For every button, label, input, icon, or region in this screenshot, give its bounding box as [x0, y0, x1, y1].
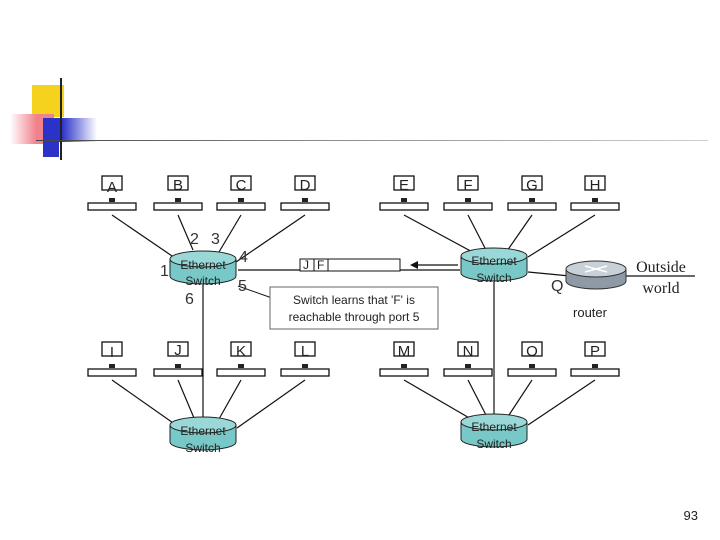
outside-world-line-2: world: [642, 280, 679, 297]
port-label-1: 1: [160, 263, 169, 280]
switch-bottom-left: Ethernet Switch: [169, 416, 237, 455]
switch-top-left: Ethernet Switch: [169, 250, 237, 288]
host-label-l: L: [301, 343, 309, 360]
host-label-n: N: [463, 343, 474, 360]
host-label-m: M: [398, 343, 411, 360]
host-label-e: E: [399, 177, 409, 194]
frame-arrow: [410, 261, 458, 269]
switch-bottom-right: Ethernet Switch: [460, 413, 528, 451]
port-label-4: 4: [239, 249, 248, 266]
callout-box: Switch learns that 'F' is reachable thro…: [237, 285, 439, 330]
router-label: router: [573, 305, 608, 320]
frame-src-label: F: [317, 258, 324, 272]
deco-blue-square: [43, 141, 59, 157]
host-label-o: O: [526, 343, 538, 360]
port-label-3: 3: [211, 231, 220, 248]
host-label-a: A: [107, 179, 117, 196]
host-label-f: F: [463, 177, 472, 194]
deco-blue-block: [43, 118, 97, 142]
deco-yellow-block: [32, 85, 64, 117]
callout-line-2: reachable through port 5: [289, 310, 420, 324]
router-icon: [565, 260, 627, 290]
host-label-h: H: [590, 177, 601, 194]
frame-packet: J F: [299, 258, 401, 272]
outside-world-line-1: Outside: [636, 259, 686, 276]
host-label-d: D: [300, 177, 311, 194]
host-label-j: J: [174, 342, 182, 359]
deco-horizontal-rule: [36, 140, 708, 141]
switch-label: Switch: [476, 271, 511, 285]
deco-vertical-rule: [60, 78, 62, 160]
port-label-q: Q: [551, 278, 563, 295]
callout-line-1: Switch learns that 'F' is: [293, 293, 415, 307]
frame-dst-label: J: [303, 258, 309, 272]
switch-label: Switch: [476, 437, 511, 451]
port-label-5: 5: [238, 278, 247, 295]
host-label-b: B: [173, 177, 183, 194]
host-label-p: P: [590, 343, 600, 360]
host-label-i: I: [110, 344, 114, 361]
switch-top-right: Ethernet Switch: [460, 247, 528, 285]
links: [111, 214, 695, 429]
page-number: 93: [683, 508, 698, 523]
switch-label: Switch: [185, 274, 220, 288]
switch-label: Ethernet: [180, 424, 226, 438]
host-label-k: K: [236, 343, 246, 360]
switch-label: Ethernet: [471, 420, 517, 434]
host-label-g: G: [526, 177, 538, 194]
switch-label: Ethernet: [180, 258, 226, 272]
host-label-c: C: [236, 177, 247, 194]
switch-label: Ethernet: [471, 254, 517, 268]
port-label-2: 2: [190, 231, 199, 248]
port-label-6: 6: [185, 291, 194, 308]
switch-label: Switch: [185, 441, 220, 455]
